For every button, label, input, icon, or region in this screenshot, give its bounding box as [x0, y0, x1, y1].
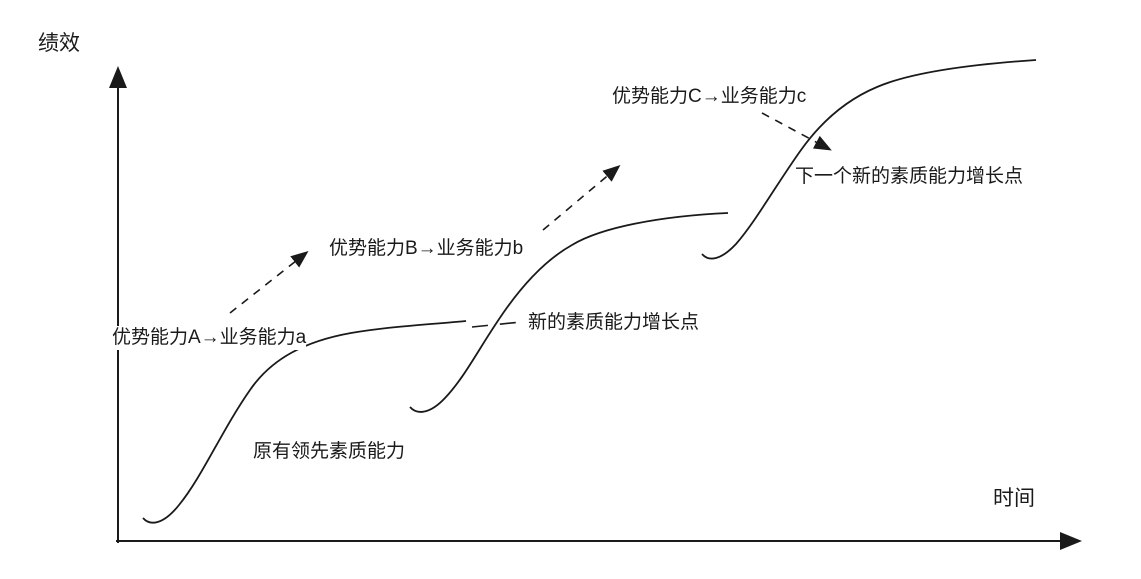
label-original-capability: 原有领先素质能力 — [253, 440, 406, 464]
s-curve-1 — [142, 320, 467, 524]
label-capability-c: 优势能力C→业务能力c — [612, 85, 807, 109]
dashed-arrow-b-to-c — [542, 164, 621, 231]
dashed-arrow-c-to-curve — [761, 112, 832, 151]
dashed-arrow-a-to-b — [229, 251, 309, 314]
x-axis-label: 时间 — [993, 487, 1035, 511]
s-curve-2 — [409, 212, 729, 413]
leader-dash — [471, 321, 522, 328]
label-capability-b: 优势能力B→业务能力b — [329, 237, 524, 261]
s-curve-3 — [701, 59, 1037, 260]
label-next-growth-point: 下一个新的素质能力增长点 — [795, 165, 1024, 189]
label-new-growth-point: 新的素质能力增长点 — [528, 311, 700, 335]
y-axis-label: 绩效 — [38, 32, 80, 56]
label-capability-a: 优势能力A→业务能力a — [112, 326, 307, 350]
